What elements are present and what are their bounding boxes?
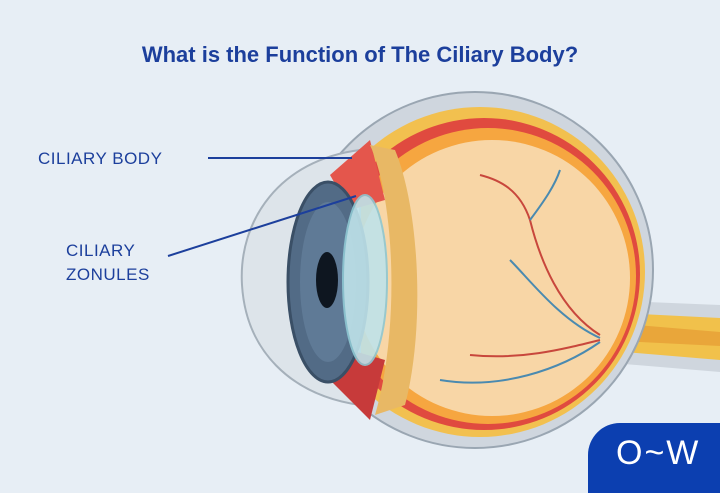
brand-logo: O~W <box>588 423 720 493</box>
label-ciliary-zonules-line1: CILIARY <box>66 241 136 260</box>
label-ciliary-body: CILIARY BODY <box>38 149 163 168</box>
pupil <box>316 252 338 308</box>
ciliary-zonules-pointer <box>167 195 357 257</box>
label-ciliary-zonules-line2: ZONULES <box>66 265 150 284</box>
page-title: What is the Function of The Ciliary Body… <box>141 42 579 67</box>
lens <box>342 194 388 366</box>
eye-illustration <box>167 91 720 449</box>
retinal-vessels <box>439 169 601 384</box>
ciliary-zonules <box>370 145 418 415</box>
vitreous-body <box>354 140 630 416</box>
